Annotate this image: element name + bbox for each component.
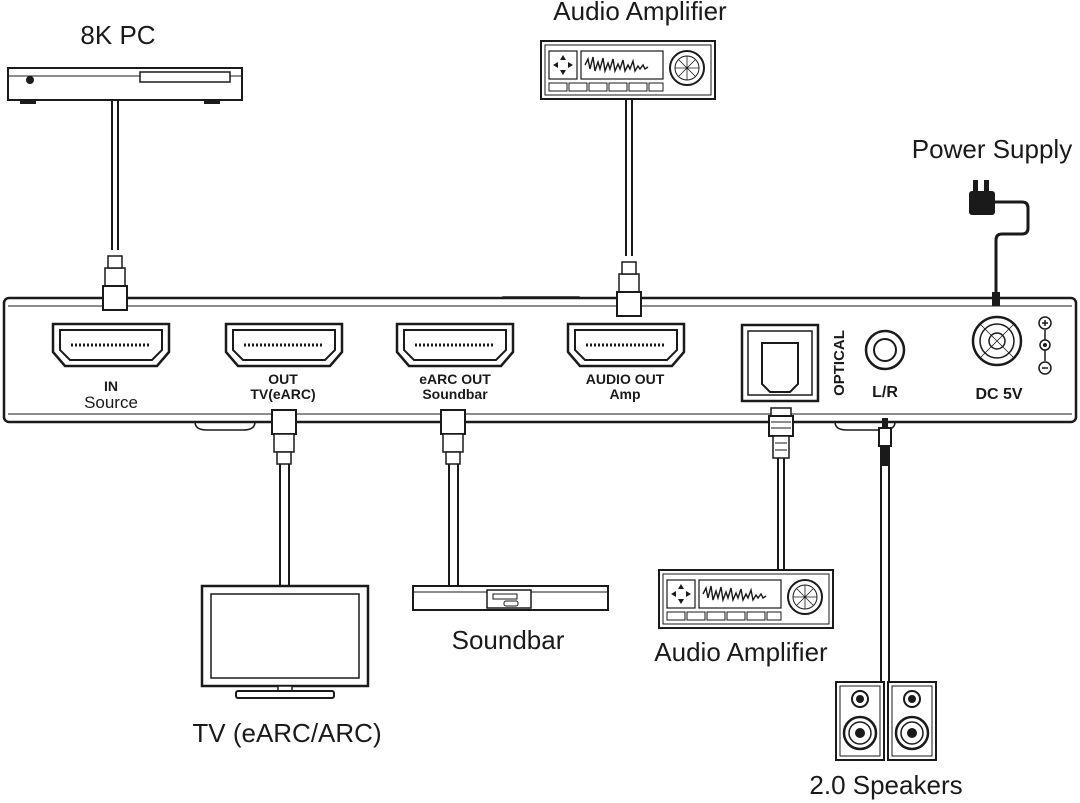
power-supply-label: Power Supply <box>912 134 1072 164</box>
amplifier-top <box>540 40 716 100</box>
pc-device <box>7 67 243 104</box>
soundbar-device <box>412 585 609 611</box>
hdmi-in-port <box>51 322 171 368</box>
amplifier-bottom-label: Audio Amplifier <box>654 637 828 667</box>
speakers-label: 2.0 Speakers <box>809 770 962 800</box>
splitter-device <box>2 296 1078 431</box>
port-dc-label: DC 5V <box>975 386 1022 403</box>
pc-label: 8K PC <box>80 20 155 50</box>
lr-jack <box>864 329 906 371</box>
port-audio-label: AUDIO OUT <box>586 371 665 387</box>
amplifier-top-label: Audio Amplifier <box>553 0 727 26</box>
port-optical-label: OPTICAL <box>831 330 848 396</box>
polarity-icon <box>1038 316 1052 375</box>
hdmi-plug-audio-out <box>616 261 642 317</box>
port-out-sub-label: TV(eARC) <box>250 386 315 402</box>
audio-35mm-plug <box>878 418 892 466</box>
dc-jack <box>971 315 1023 367</box>
power-adapter <box>969 180 1030 306</box>
optical-port <box>740 323 820 403</box>
port-in-label: IN <box>104 378 118 394</box>
hdmi-plug-out-tv <box>271 409 297 465</box>
port-earc-sub-label: Soundbar <box>422 386 488 402</box>
port-earc-label: eARC OUT <box>419 371 491 387</box>
tv-device <box>200 584 370 699</box>
tv-label: TV (eARC/ARC) <box>192 718 381 748</box>
port-lr-label: L/R <box>872 384 898 401</box>
hdmi-plug-in <box>102 255 128 311</box>
soundbar-label: Soundbar <box>452 625 565 655</box>
hdmi-earc-out-port <box>395 322 515 368</box>
speakers-device <box>835 681 937 761</box>
hdmi-plug-earc <box>440 409 466 465</box>
hdmi-out-tv-port <box>224 322 344 368</box>
amplifier-bottom <box>658 569 834 629</box>
optical-plug <box>768 407 794 459</box>
port-out-label: OUT <box>268 371 298 387</box>
port-audio-sub-label: Amp <box>609 386 640 402</box>
port-in-sub-label: Source <box>84 393 138 412</box>
hdmi-audio-out-port <box>566 322 686 368</box>
